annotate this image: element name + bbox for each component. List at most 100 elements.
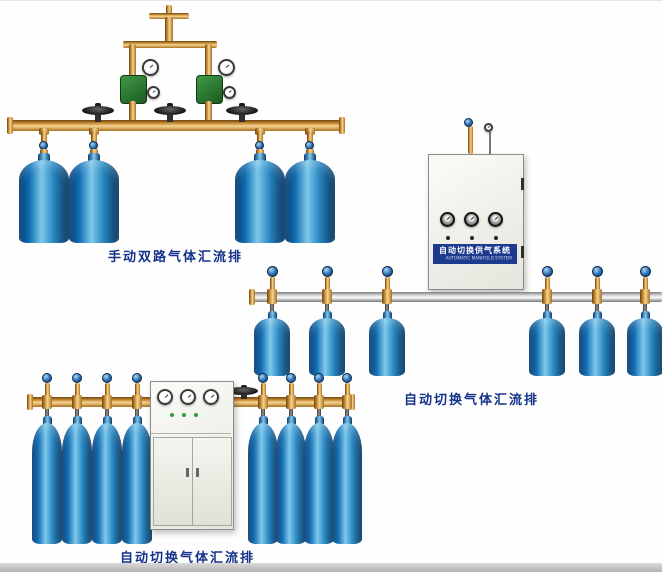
valve-handwheel	[228, 387, 258, 395]
caption-auto-switch-bottom: 自动切换气体汇流排	[120, 551, 256, 566]
gas-cylinder	[627, 318, 662, 376]
pipe-branch-right	[205, 44, 212, 76]
pipe-tee	[314, 395, 324, 409]
pipe-tee	[286, 395, 296, 409]
cylinder-neck	[88, 153, 100, 162]
valve-stem	[241, 394, 247, 399]
cylinder-neck	[133, 416, 142, 424]
top-border-line	[0, 0, 662, 1]
cabinet-top-pipe	[468, 126, 473, 154]
pipe-tee	[102, 395, 112, 409]
gas-cylinder	[332, 423, 362, 544]
pipe-tee	[132, 395, 142, 409]
pigtail-pipe	[385, 304, 389, 313]
pigtail-pipe	[643, 304, 647, 313]
pipe-center-riser	[165, 17, 173, 43]
gas-cylinder	[32, 423, 62, 544]
cabinet-gauge	[488, 212, 503, 227]
cylinder-neck	[315, 416, 324, 424]
door-handle	[186, 468, 189, 477]
gas-cylinder	[235, 160, 285, 243]
caption-auto-switch-right: 自动切换气体汇流排	[404, 393, 540, 408]
pigtail-pipe	[545, 304, 549, 313]
pipe-tee	[542, 289, 552, 304]
pipe-end-cap	[249, 289, 255, 305]
cabinet-gauge	[464, 212, 479, 227]
valve-stem-pipe	[261, 383, 266, 397]
indicator-led	[194, 413, 198, 417]
valve-hub	[95, 103, 101, 108]
pigtail-pipe	[345, 409, 349, 418]
pigtail-pipe	[41, 131, 47, 148]
gas-cylinder	[579, 318, 615, 376]
cylinder-valve-knob	[286, 373, 296, 383]
cylinder-neck	[383, 311, 392, 320]
pipe-end-cap	[27, 394, 33, 410]
door-handle	[196, 468, 199, 477]
cylinder-neck	[287, 416, 296, 424]
pipe-tee	[640, 289, 650, 304]
pipe-top-header	[123, 41, 217, 48]
cabinet-divider	[151, 433, 231, 434]
bottom-border-strip	[0, 563, 662, 572]
pipe-top-cross	[149, 13, 189, 19]
indicator-led	[170, 413, 174, 417]
gas-cylinder	[122, 423, 152, 544]
valve-stem-pipe	[317, 383, 322, 397]
gas-cylinder	[92, 423, 122, 544]
cylinder-valve-knob	[314, 373, 324, 383]
gas-cylinder	[19, 160, 69, 243]
pigtail-pipe	[325, 304, 329, 313]
cabinet-label-en: AUTOMATIC MANIFOLD SYSTEM	[445, 256, 512, 261]
gas-cylinder	[276, 423, 306, 544]
cabinet-label-cn: 自动切换供气系统	[439, 246, 511, 255]
sensor-line	[489, 132, 491, 154]
pigtail-pipe	[317, 409, 321, 418]
valve-stem-pipe	[643, 277, 648, 292]
valve-hub	[167, 103, 173, 108]
gas-cylinder	[248, 423, 278, 544]
pipe-tee	[42, 395, 52, 409]
pressure-gauge	[147, 86, 160, 99]
valve-stem-pipe	[595, 277, 600, 292]
pressure-gauge	[484, 123, 493, 132]
cabinet-hinge	[521, 178, 524, 190]
cylinder-valve-knob	[640, 266, 651, 277]
gas-cylinder	[369, 318, 405, 376]
cylinder-neck	[543, 311, 552, 320]
gas-cylinder	[304, 423, 334, 544]
cylinder-valve-knob	[258, 373, 268, 383]
valve-stem-pipe	[325, 277, 330, 292]
pressure-regulator-right	[196, 75, 223, 104]
pressure-gauge	[142, 59, 159, 76]
cylinder-valve-knob	[132, 373, 142, 383]
valve-stem	[167, 114, 173, 122]
cabinet-gauge	[203, 389, 219, 405]
cylinder-valve-knob	[72, 373, 82, 383]
cylinder-neck	[641, 311, 650, 320]
cabinet-gauge	[157, 389, 173, 405]
cylinder-valve-knob	[382, 266, 393, 277]
cylinder-valve-knob	[322, 266, 333, 277]
indicator-led	[494, 236, 498, 240]
valve-stem-pipe	[385, 277, 390, 292]
pressure-regulator-left	[120, 75, 147, 104]
cylinder-neck	[593, 311, 602, 320]
pipe-tee	[322, 289, 332, 304]
valve-stem-pipe	[345, 383, 350, 397]
cabinet-hinge	[521, 246, 524, 258]
valve-handwheel	[226, 106, 258, 115]
pressure-gauge	[218, 59, 235, 76]
cylinder-valve-body	[306, 149, 314, 156]
caption-manual-dual-manifold: 手动双路气体汇流排	[108, 250, 244, 265]
pipe-tee	[72, 395, 82, 409]
cylinder-valve-knob	[342, 373, 352, 383]
pigtail-pipe	[595, 304, 599, 313]
valve-handwheel	[154, 106, 186, 115]
cylinder-neck	[38, 153, 50, 162]
valve-stem-pipe	[135, 383, 140, 397]
cylinder-neck	[43, 416, 52, 424]
pigtail-pipe	[270, 304, 274, 313]
valve-stem-pipe	[289, 383, 294, 397]
